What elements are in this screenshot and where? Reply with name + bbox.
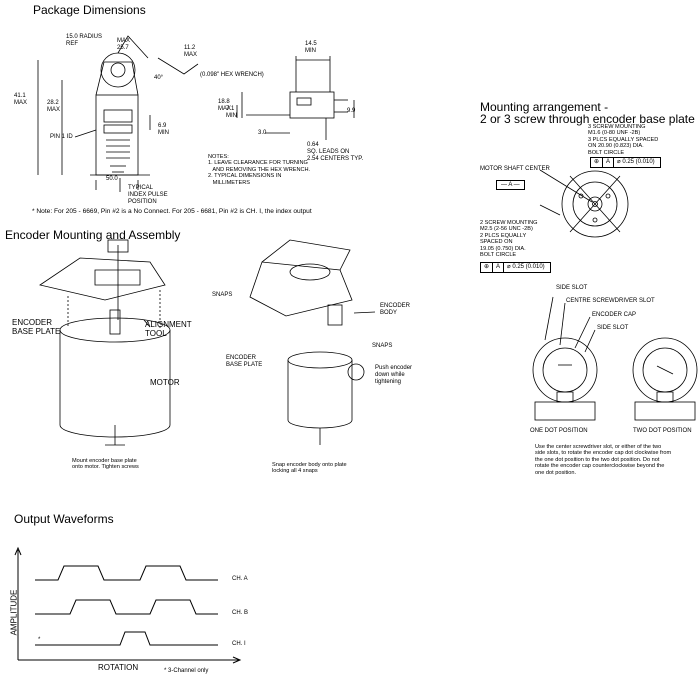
label-base-plate-2: ENCODER BASE PLATE [226,355,263,368]
package-footnote: * Note: For 205 - 6669, Pin #2 is a No C… [32,208,312,215]
cap-instructions: Use the center screwdriver slot, or eith… [535,444,672,476]
label-snaps-right: SNAPS [372,343,393,349]
label-side-slot-2: SIDE SLOT [597,325,629,331]
label-push-encoder: Push encoder down while tightening [375,365,413,385]
two-screw-spec: 2 SCREW MOUNTING M2.5 (2-56 UNC -2B) 2 P… [480,220,538,259]
label-encoder-cap: ENCODER CAP [592,312,637,318]
title-package-dimensions: Package Dimensions [33,3,146,17]
label-centre-slot: CENTRE SCREWDRIVER SLOT [566,298,655,304]
waveform-chart [14,546,242,664]
datum-reference: — A — [496,180,525,190]
mounting-arrangement-drawing [539,169,629,238]
waveform-ch-b: CH. B [232,610,249,616]
label-angle: 40° [154,75,164,81]
waveform-footnote: * 3-Channel only [164,668,209,674]
label-min-6-9: 6.9 MIN [158,123,169,136]
label-base-plate: ENCODER BASE PLATE [12,318,61,336]
assembly-left-drawing [39,239,171,446]
waveform-star: * [38,637,41,643]
label-side-slot-1: SIDE SLOT [556,285,588,291]
waveform-ch-a: CH. A [232,576,248,582]
package-side-view [236,56,355,140]
label-9-9: 9.9 [347,108,356,114]
encoder-cap-drawing [532,296,698,421]
title-mounting-arrangement-1: Mounting arrangement - [480,100,609,114]
label-max-11-2: 11.2 MAX [184,45,198,58]
caption-right: Snap encoder body onto plate locking all… [272,462,347,475]
package-front-view [37,35,199,192]
title-encoder-mounting: Encoder Mounting and Assembly [5,228,181,242]
label-snaps-left: SNAPS [212,292,233,298]
caption-left: Mount encoder base plate onto motor. Tig… [72,458,139,471]
three-screw-spec: 3 SCREW MOUNTING M1.6 (0-80 UNF -2B) 3 P… [588,124,659,156]
label-leads: 0.64 SQ. LEADS ON 2.54 CENTERS TYP. [307,142,364,162]
label-3-0: 3.0 [258,130,267,136]
label-encoder-body: ENCODER BODY [380,303,411,316]
waveform-ch-i: CH. I [232,641,246,647]
label-one-dot: ONE DOT POSITION [530,428,588,434]
waveform-y-label: AMPLITUDE [9,589,19,636]
label-alignment-tool: ALIGNMENT TOOL [145,320,192,338]
tolerance-frame-top: ⊕ A ⌀ 0.25 (0.010) [590,157,661,168]
label-width-50: 50.0 [106,176,118,182]
label-max-25-7: MAX 25.7 [117,38,131,51]
label-28-2: 28.2 MAX [47,100,61,113]
tolerance-frame-bottom: ⊕ A ⌀ 0.25 (0.010) [480,262,551,273]
title-mounting-arrangement-2: 2 or 3 screw through encoder base plate [480,112,695,126]
label-41-1: 41.1 MAX [14,93,28,106]
label-min-7-1: 7.1 MIN [226,106,237,119]
assembly-right-drawing [249,239,376,445]
label-two-dot: TWO DOT POSITION [633,428,692,434]
label-hex-wrench: (0.098" HEX WRENCH) [200,72,264,78]
label-pin1: PIN 1 ID [50,134,73,140]
label-max-18-8: 18.8 MAX [218,99,232,112]
waveform-x-label: ROTATION [98,663,139,672]
label-motor: MOTOR [150,378,180,387]
label-typical-index: TYPICAL INDEX PULSE POSITION [128,185,168,205]
label-min-14-5: 14.5 MIN [305,41,317,54]
package-notes: NOTES: 1. LEAVE CLEARANCE FOR TURNING AN… [208,154,311,186]
label-radius: 15.0 RADIUS REF [66,34,103,47]
label-motor-shaft-center: MOTOR SHAFT CENTER [480,166,550,172]
title-output-waveforms: Output Waveforms [14,512,114,526]
